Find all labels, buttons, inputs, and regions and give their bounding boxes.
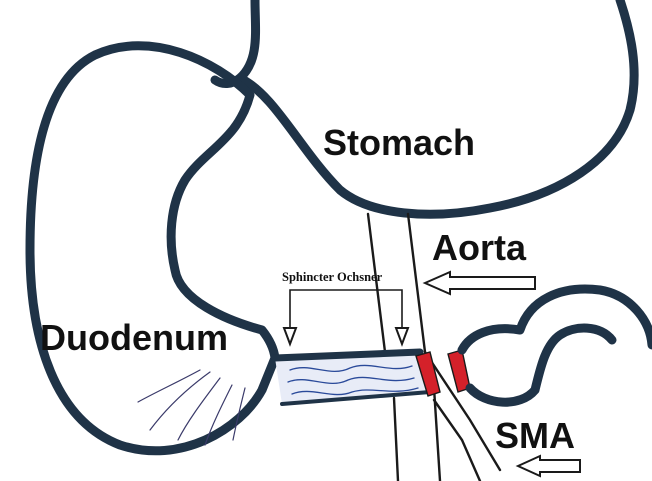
sphincter-label: Sphincter Ochsner [282,271,382,284]
duodenum-label: Duodenum [40,320,228,356]
sma-lower-wall [434,400,480,481]
duodenum-fold-2 [178,378,220,440]
bracket-right-arrowhead [396,328,408,344]
aorta-arrow [425,272,535,294]
aorta-left-wall [368,214,398,481]
sma-arrow [518,456,580,476]
jejunum-outline [462,289,652,402]
aorta-label: Aorta [432,230,526,266]
sma-label: SMA [495,418,575,454]
bracket-left-arrowhead [284,328,296,344]
stomach-outline [215,0,634,214]
stomach-label: Stomach [323,125,475,161]
duodenum-fold-5 [138,370,200,402]
sphincter-bracket [290,290,402,300]
duodenum-outline [30,46,275,451]
